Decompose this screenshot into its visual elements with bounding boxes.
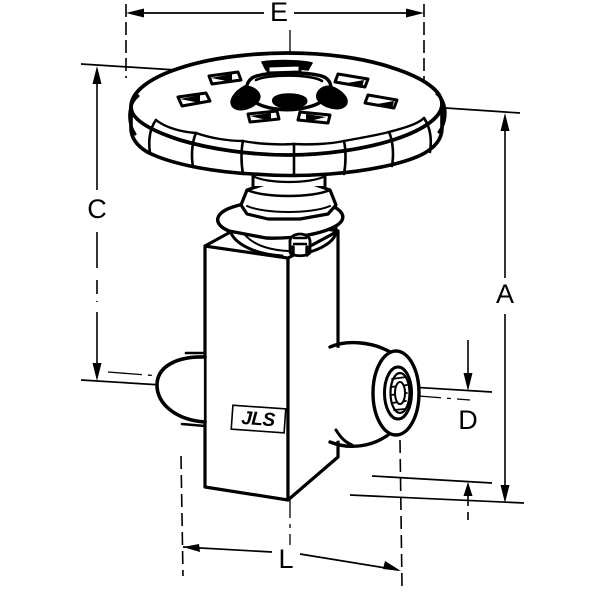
handwheel-lobe-fillets (154, 116, 426, 146)
valve-body (203, 216, 340, 502)
left-port-boss (155, 350, 207, 434)
dimension-label-D: D (458, 405, 478, 435)
brand-plate: JLS (230, 404, 287, 434)
handwheel-stem-nut (272, 93, 308, 109)
valve-geometry (128, 51, 447, 502)
brand-logo-text: JLS (241, 408, 277, 431)
right-port-boss (328, 340, 421, 448)
dimension-labels: E C A D L (87, 0, 514, 574)
brand-plate-outline (230, 404, 287, 434)
handwheel (128, 51, 447, 178)
right-port-body-seam-bottom (334, 428, 354, 447)
dimension-C-arrow-top (92, 66, 102, 84)
dimension-D-arrow-bottom (463, 482, 473, 496)
bonnet-foot-inner (244, 234, 289, 252)
dimension-D (371, 340, 493, 520)
dimension-L-extension-left (180, 455, 184, 577)
packing-gland-nut (239, 181, 338, 221)
dimension-L-arrow-right (383, 561, 401, 571)
bonnet-foot-left (229, 231, 284, 258)
dimension-D-arrow-top (463, 373, 473, 391)
valve-body-front-face (203, 244, 290, 502)
dimension-label-E: E (270, 0, 288, 27)
dimension-C-arrow-bottom (92, 363, 102, 381)
handwheel-pocket-marks (180, 74, 394, 122)
handwheel-hub-cup-lip (254, 74, 324, 83)
dimension-label-A: A (496, 279, 514, 309)
bonnet-set-screw (288, 232, 312, 258)
dimension-label-C: C (87, 194, 107, 224)
handwheel-lobe-divisions (147, 116, 433, 178)
handwheel-lobe-right (435, 92, 447, 134)
dimension-D-extension-bottom (371, 475, 493, 484)
packing-gland-nut-top-edge (245, 188, 332, 198)
dimension-A-arrow-bottom (500, 485, 510, 503)
dimension-L (180, 439, 403, 587)
dimension-label-L: L (278, 544, 293, 574)
set-screw-slot (292, 236, 308, 246)
right-port-top-edge (328, 340, 394, 355)
right-port-bore (394, 381, 406, 405)
dimension-L-arrow-left (183, 544, 200, 552)
packing-gland-nut-mid-edge (246, 205, 331, 213)
handwheel-lobe-left (128, 94, 140, 136)
dimension-A-extension-bottom (349, 494, 525, 504)
set-screw-flanks (291, 245, 309, 257)
dimension-C-extension-top (80, 63, 177, 71)
stem-sleeve-ring (251, 174, 327, 184)
dimension-A-arrow-top (500, 113, 510, 131)
dimension-E-arrow-left (126, 8, 144, 18)
right-port-bottom-edge (328, 430, 394, 448)
left-port-outer-profile (155, 355, 207, 424)
left-port-bottom-tangent (180, 422, 207, 428)
dimension-L-extension-right (399, 439, 403, 587)
dimension-E-arrow-right (406, 8, 424, 18)
dimension-L-line-right (299, 553, 399, 571)
dimension-E (125, 4, 425, 90)
